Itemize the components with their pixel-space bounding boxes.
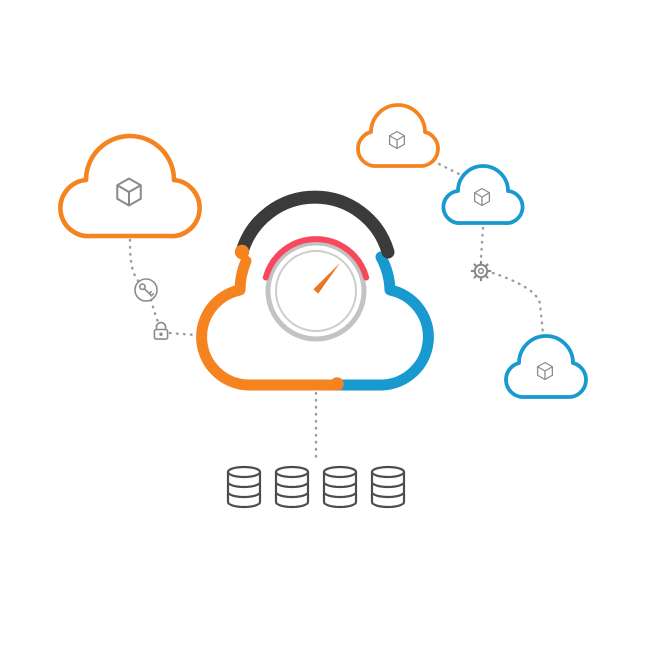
cube-icon bbox=[536, 361, 554, 381]
database-stack bbox=[322, 465, 358, 509]
database-row bbox=[226, 465, 406, 509]
database-stack bbox=[274, 465, 310, 509]
cloud-outline bbox=[356, 103, 440, 168]
arc-end-dot bbox=[234, 244, 250, 260]
satellite-cloud-top-left bbox=[58, 133, 202, 239]
connector-right-cloud-to-gear bbox=[479, 226, 485, 260]
cube-icon bbox=[116, 177, 142, 207]
connector-topleft-cloud-to-key bbox=[128, 238, 141, 284]
cube-icon bbox=[473, 187, 491, 207]
central-cloud bbox=[196, 190, 434, 391]
cube-icon bbox=[388, 130, 406, 150]
satellite-cloud-top-center bbox=[356, 103, 440, 168]
database-icon bbox=[274, 465, 310, 479]
database-icon bbox=[370, 465, 406, 479]
database-icon bbox=[226, 465, 262, 479]
database-stack bbox=[226, 465, 262, 509]
key-icon bbox=[134, 278, 158, 302]
database-icon bbox=[322, 465, 358, 479]
cloud-outline bbox=[58, 133, 202, 239]
central-cloud-top-arc bbox=[235, 190, 395, 259]
connector-lock-to-central-cloud bbox=[168, 331, 196, 337]
gauge-pink-arc bbox=[262, 236, 370, 281]
gauge-outer-ring bbox=[265, 240, 367, 342]
cloud-outline bbox=[504, 334, 588, 399]
gauge bbox=[262, 236, 370, 342]
central-cloud-right-half bbox=[330, 251, 434, 391]
connector-gear-to-bottomright-cloud bbox=[491, 271, 545, 336]
connector-key-to-lock bbox=[149, 298, 160, 324]
bottom-junction-dot bbox=[330, 377, 344, 391]
database-stack bbox=[370, 465, 406, 509]
cloud-outline bbox=[441, 164, 525, 225]
gauge-inner-ring bbox=[275, 250, 357, 332]
central-cloud-left-half bbox=[196, 255, 342, 391]
gauge-needle bbox=[313, 263, 340, 294]
connector-topcenter-to-right-cloud bbox=[431, 159, 463, 177]
satellite-cloud-right bbox=[441, 164, 525, 225]
gear-icon bbox=[470, 260, 492, 282]
lock-icon bbox=[153, 321, 169, 340]
satellite-cloud-bottom-right bbox=[504, 334, 588, 399]
connector-lines bbox=[128, 159, 545, 464]
